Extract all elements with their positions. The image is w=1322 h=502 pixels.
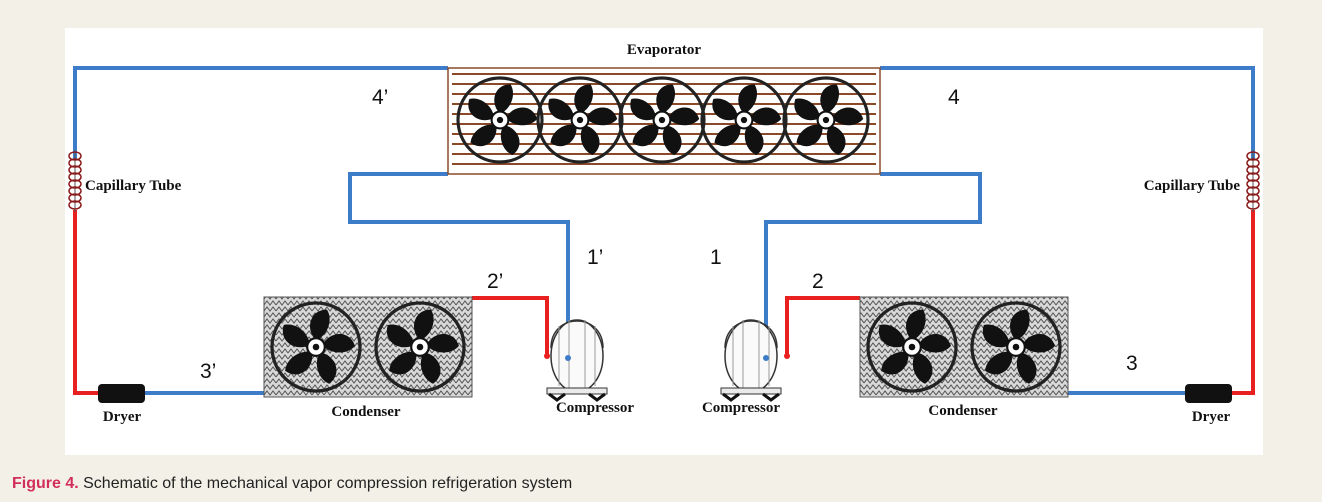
dryer-left [98, 384, 145, 403]
dryer-right [1185, 384, 1232, 403]
capillary-tube-right-label: Capillary Tube [1144, 178, 1241, 194]
condenser-right [859, 296, 1069, 398]
dryer-right-label: Dryer [1192, 409, 1231, 425]
capillary-tube-left [68, 150, 82, 212]
high-pressure-lines [73, 210, 1255, 395]
figure-label: Figure 4. [12, 475, 79, 492]
caption-text: Schematic of the mechanical vapor compre… [78, 475, 573, 492]
point-3-prime-label: 3’ [200, 360, 216, 383]
evaporator-label: Evaporator [627, 42, 702, 58]
point-4-prime-label: 4’ [372, 86, 388, 109]
compressor-left-label: Compressor [556, 400, 634, 416]
evaporator [447, 67, 881, 175]
refrigeration-schematic: Evaporator Capillary Tube Capillary Tube… [65, 28, 1263, 455]
condenser-left [263, 296, 473, 398]
compressor-left [545, 318, 609, 402]
compressor-right [719, 318, 783, 402]
low-pressure-lines [73, 66, 1255, 395]
point-4-label: 4 [948, 86, 960, 109]
point-2-prime-label: 2’ [487, 270, 503, 293]
point-3-label: 3 [1126, 352, 1138, 375]
point-1-prime-label: 1’ [587, 246, 603, 269]
capillary-tube-right [1246, 150, 1260, 212]
point-1-label: 1 [710, 246, 722, 269]
point-2-label: 2 [812, 270, 824, 293]
compressor-right-label: Compressor [702, 400, 780, 416]
dryer-left-label: Dryer [103, 409, 142, 425]
capillary-tube-left-label: Capillary Tube [85, 178, 182, 194]
condenser-right-label: Condenser [928, 403, 998, 419]
figure-caption: Figure 4. Schematic of the mechanical va… [12, 475, 572, 493]
condenser-left-label: Condenser [331, 404, 401, 420]
